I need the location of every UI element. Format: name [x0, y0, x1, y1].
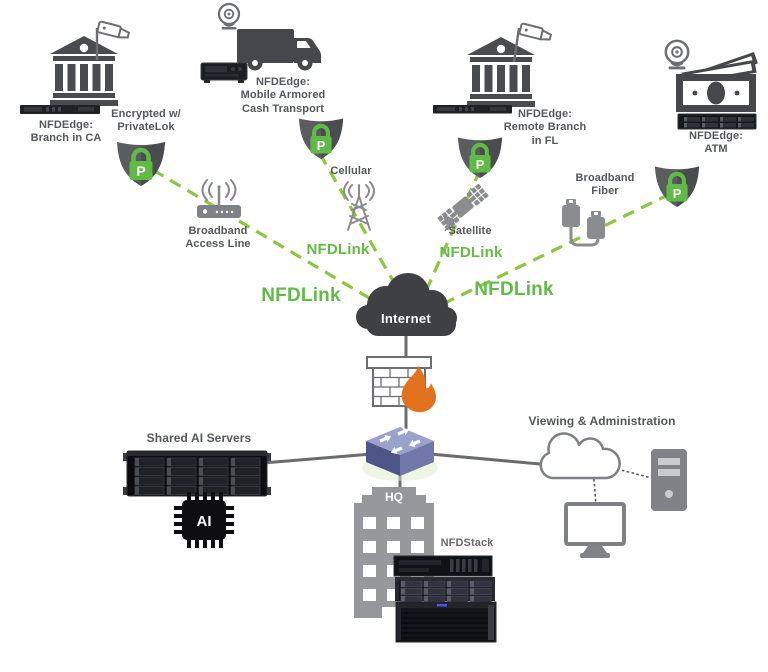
ai-chip-icon: AI	[174, 492, 234, 548]
internet-label: Internet	[381, 311, 431, 326]
admin-cloud-icon	[539, 432, 621, 480]
link-line-cellular	[318, 153, 398, 287]
privatelok-shield-fl	[458, 138, 502, 178]
firewall-icon	[366, 356, 436, 413]
satellite-icon	[437, 183, 489, 232]
switch-icon	[362, 425, 438, 481]
broadband-router-icon	[197, 179, 241, 218]
flame-icon	[401, 366, 436, 413]
link-line-satellite	[424, 169, 482, 292]
privatelok-shield-truck	[299, 119, 343, 159]
cash-icon	[676, 52, 758, 112]
link-line-atm	[446, 192, 671, 304]
wired-lines	[262, 336, 541, 492]
line-cloud-tower	[616, 468, 653, 479]
bank-branch-ca-icon	[50, 36, 118, 106]
edge-appliance-atm	[677, 113, 757, 130]
edge-appliance-ca	[20, 105, 100, 114]
nfdstack-servers-icon	[393, 555, 497, 643]
ai-chip-label: AI	[197, 513, 212, 530]
line-cloud-monitor	[593, 478, 597, 507]
privatelok-shield-ca	[117, 142, 165, 186]
admin-dotted-lines	[593, 468, 653, 507]
internet-cloud: Internet	[356, 273, 457, 336]
armored-truck-icon	[237, 29, 321, 71]
admin-monitor-icon	[564, 502, 626, 558]
edge-appliance-truck	[200, 62, 248, 83]
bank-branch-fl-icon	[467, 37, 535, 107]
edge-appliance-fl	[433, 105, 512, 114]
security-camera-ca-icon	[95, 20, 131, 60]
nfdlink-dashed-lines	[152, 153, 671, 310]
webcam-truck-icon	[217, 2, 241, 31]
shared-ai-server-icon	[123, 450, 271, 497]
fiber-cable-icon	[562, 199, 605, 247]
privatelok-shield-atm	[655, 167, 699, 207]
line-switch-admin	[429, 452, 541, 466]
security-camera-fl-icon	[512, 22, 553, 63]
cell-tower-icon	[343, 181, 375, 231]
link-line-branch-ca	[152, 168, 387, 310]
webcam-atm-icon	[664, 39, 690, 71]
hq-label: HQ	[385, 490, 403, 504]
line-switch-servers	[262, 452, 373, 465]
admin-tower-icon	[651, 449, 687, 511]
